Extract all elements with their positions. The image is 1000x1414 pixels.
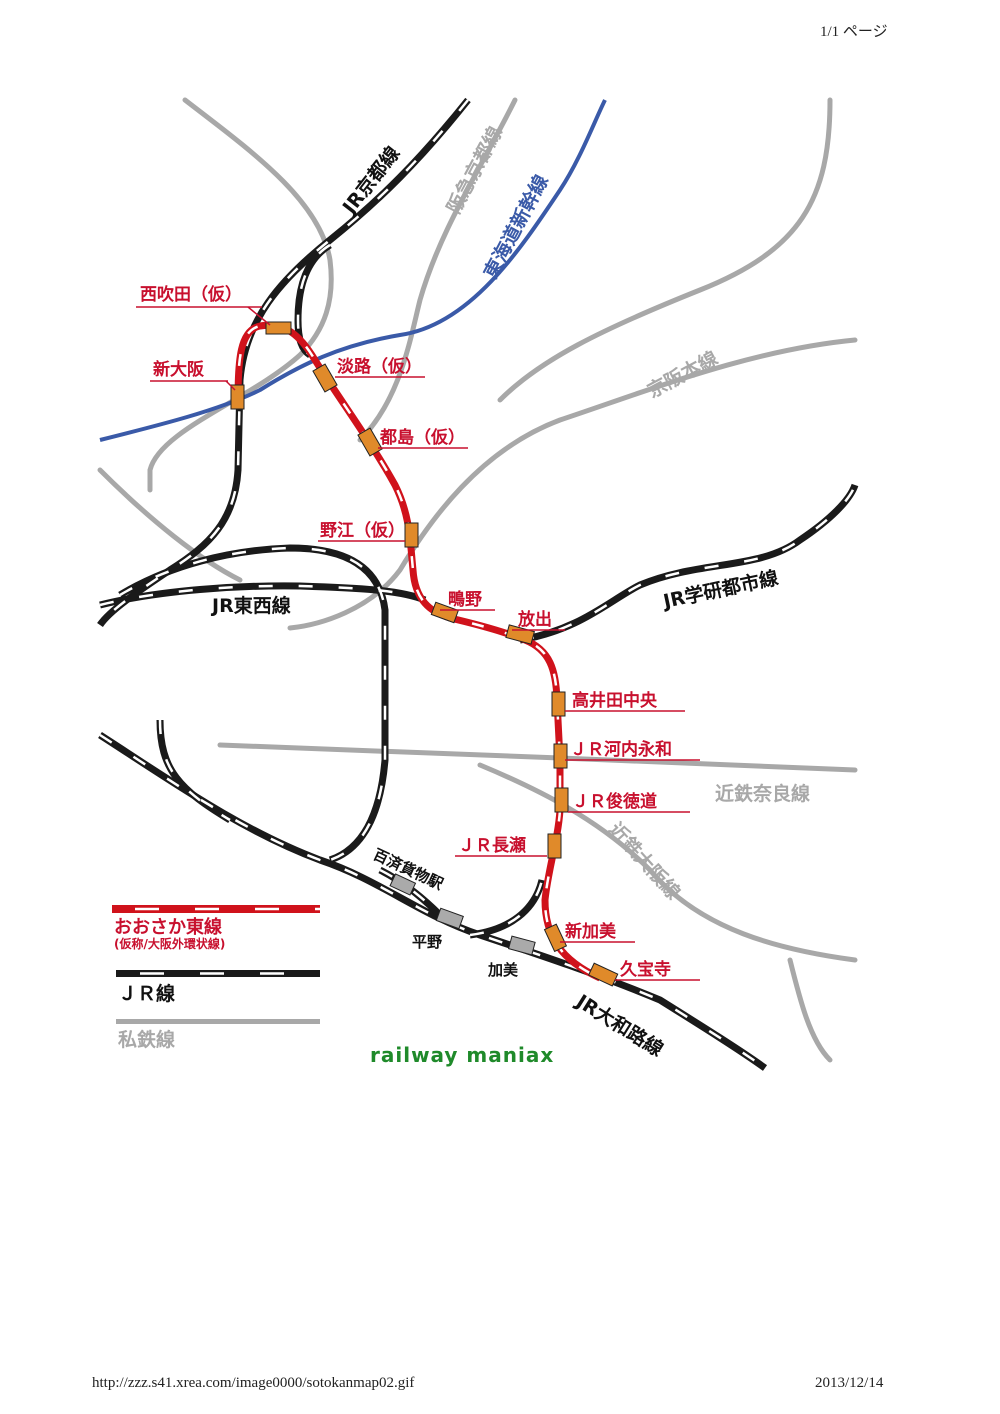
gray-line-southeast <box>787 957 833 1063</box>
gray-line-north <box>97 467 243 583</box>
label-noe: 野江（仮） <box>320 520 405 541</box>
label-shin-kami: 新加美 <box>565 921 617 942</box>
station-awaji[interactable] <box>312 363 338 393</box>
station-nishi-suita[interactable] <box>265 321 292 335</box>
jr-yamatoji-line <box>98 732 768 1071</box>
jr-lines <box>100 100 855 1068</box>
station-kawachi-eiwa[interactable] <box>553 743 568 769</box>
station-shuntokumichi[interactable] <box>554 787 569 813</box>
label-kyuhoji: 久宝寺 <box>620 959 671 980</box>
station-noe[interactable] <box>404 522 419 548</box>
keihan-line <box>287 337 858 631</box>
jr-tozai-line <box>99 582 427 609</box>
gray-line-northwest <box>147 97 334 493</box>
station-kudara[interactable] <box>389 873 417 896</box>
hankyu-kyoto-line <box>357 97 518 443</box>
label-takaida: 高井田中央 <box>572 690 658 711</box>
legend-jr: ＪＲ線 <box>118 982 175 1005</box>
legend-swatch-private <box>116 1019 320 1024</box>
label-shigino: 鴫野 <box>448 589 482 610</box>
stations <box>230 321 619 987</box>
tokaido-shinkansen-line <box>99 99 607 442</box>
jr-gakkentoshi-line <box>519 483 859 644</box>
label-nagase: ＪＲ長瀬 <box>458 836 526 856</box>
label-keihan: 京阪本線 <box>644 346 722 402</box>
private-lines <box>97 97 858 1063</box>
station-kyuhoji[interactable] <box>588 962 619 987</box>
label-toshima: 都島（仮） <box>379 427 465 448</box>
jr-connector <box>469 879 546 939</box>
legend-private: 私鉄線 <box>118 1028 175 1051</box>
jr-hirano-branch <box>156 719 232 824</box>
label-hirano: 平野 <box>412 933 442 951</box>
station-shin-osaka[interactable] <box>230 384 245 410</box>
label-hanaten: 放出 <box>517 609 552 630</box>
label-kintetsu-nara: 近鉄奈良線 <box>715 782 810 805</box>
legend-osaka-higashi-sub: (仮称/大阪外環状線) <box>114 936 225 951</box>
station-hirano[interactable] <box>435 907 464 930</box>
legend: おおさか東線 (仮称/大阪外環状線) ＪＲ線 私鉄線 <box>112 905 320 1051</box>
gray-line-east <box>497 97 833 403</box>
label-shuntokumichi: ＪＲ俊徳道 <box>572 791 657 812</box>
watermark-logo: railway maniax <box>370 1043 554 1067</box>
label-kintetsu-osaka: 近鉄大阪線 <box>604 818 685 904</box>
label-kami: 加美 <box>487 961 519 979</box>
print-date: 2013/12/14 <box>815 1375 884 1391</box>
legend-osaka-higashi: おおさか東線 <box>114 916 222 938</box>
station-shigino[interactable] <box>430 601 459 624</box>
station-shin-kami[interactable] <box>543 923 568 953</box>
station-nagase[interactable] <box>547 833 562 859</box>
kintetsu-nara-line <box>217 742 858 773</box>
label-nishi-suita: 西吹田（仮） <box>140 284 242 305</box>
station-kami[interactable] <box>507 935 536 956</box>
kintetsu-osaka-line <box>477 762 858 963</box>
station-toshima[interactable] <box>357 427 383 457</box>
label-shin-osaka: 新大阪 <box>153 359 204 380</box>
label-jr-tozai: JR東西線 <box>210 594 291 617</box>
label-awaji: 淡路（仮） <box>337 356 422 377</box>
station-takaida[interactable] <box>551 691 566 717</box>
label-kawachi-eiwa: ＪＲ河内永和 <box>570 739 672 760</box>
label-hankyu-kyoto: 阪急京都線 <box>442 123 507 218</box>
osaka-higashi-line <box>234 321 602 982</box>
page-indicator: 1/1 ページ <box>820 24 888 40</box>
source-url: http://zzz.s41.xrea.com/image0000/sotoka… <box>92 1375 415 1391</box>
label-shinkansen: 東海道新幹線 <box>479 171 553 282</box>
